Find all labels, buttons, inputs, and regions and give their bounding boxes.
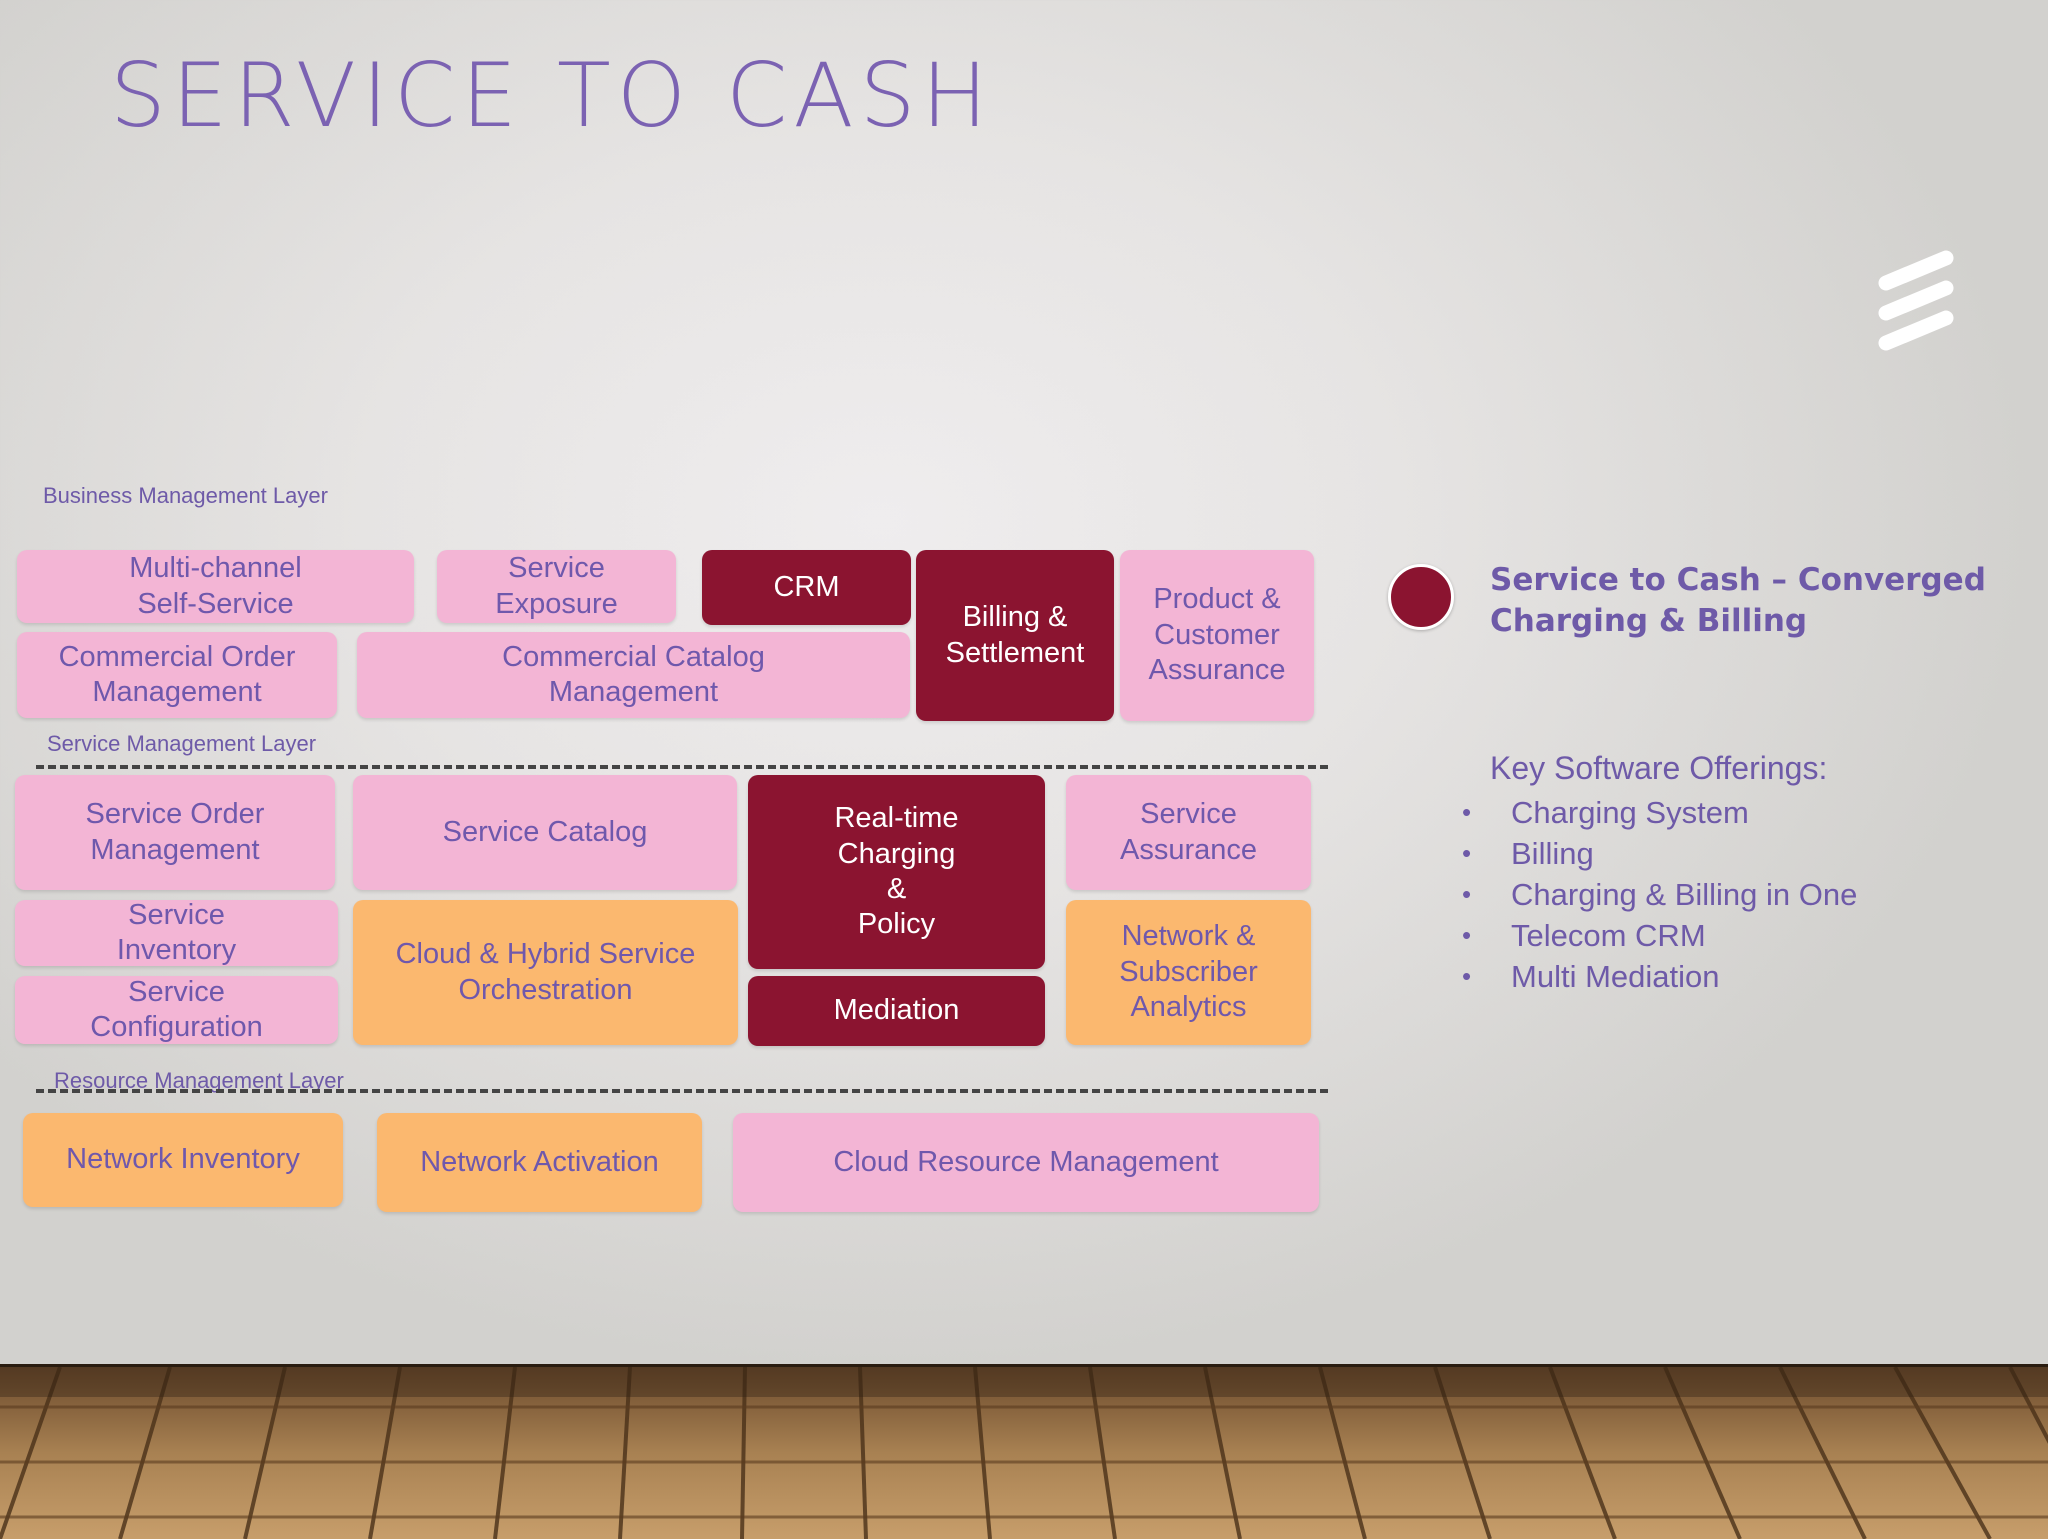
service-inventory-box: Service Inventory: [15, 898, 338, 966]
legend-heading: Service to Cash – Converged Charging & B…: [1490, 562, 1986, 639]
network-inventory-box: Network Inventory: [23, 1113, 343, 1207]
box-label: Service Exposure: [495, 552, 618, 620]
offerings-list: Charging System Billing Charging & Billi…: [1462, 792, 1857, 997]
product-customer-assurance-box: Product & Customer Assurance: [1120, 550, 1314, 721]
box-label: Cloud & Hybrid Service Orchestration: [395, 938, 696, 1006]
list-item: Charging & Billing in One: [1462, 874, 1857, 915]
box-label: CRM: [773, 570, 840, 603]
resource-layer-label: Resource Management Layer: [54, 1068, 344, 1093]
service-layer-label: Service Management Layer: [47, 731, 317, 756]
box-label: Network Activation: [420, 1145, 659, 1178]
service-layer-divider: [36, 765, 1328, 769]
box-label: Service Assurance: [1119, 798, 1257, 866]
page-title: SERVICE TO CASH: [110, 44, 994, 147]
service-order-management-box: Service Order Management: [15, 775, 335, 890]
box-label: Service Order Management: [85, 798, 265, 866]
billing-settlement-box: Billing & Settlement: [916, 550, 1114, 721]
cloud-hybrid-orchestration-box: Cloud & Hybrid Service Orchestration: [353, 900, 738, 1045]
box-label: Mediation: [833, 994, 960, 1027]
crm-box: CRM: [702, 550, 911, 625]
box-label: Real-time Charging & Policy: [834, 802, 959, 941]
box-label: Service Catalog: [442, 815, 648, 848]
business-layer-label: Business Management Layer: [43, 483, 328, 508]
service-configuration-box: Service Configuration: [15, 976, 338, 1044]
multichannel-self-service-box: Multi-channel Self-Service: [17, 550, 414, 623]
service-catalog-box: Service Catalog: [353, 775, 737, 890]
box-label: Billing & Settlement: [945, 601, 1085, 669]
commercial-catalog-management-box: Commercial Catalog Management: [357, 632, 910, 718]
box-label: Multi-channel Self-Service: [129, 552, 302, 620]
wood-floor-background: [0, 1364, 2048, 1539]
resource-layer-divider: [36, 1089, 1328, 1093]
box-label: Service Configuration: [90, 975, 263, 1043]
realtime-charging-policy-box: Real-time Charging & Policy: [748, 775, 1045, 969]
box-label: Product & Customer Assurance: [1148, 583, 1286, 687]
box-label: Commercial Catalog Management: [502, 640, 765, 708]
brand-logo-icon: [1878, 250, 1954, 351]
legend-swatch: [1388, 564, 1454, 630]
list-item: Multi Mediation: [1462, 956, 1857, 997]
mediation-box: Mediation: [748, 976, 1045, 1046]
box-label: Commercial Order Management: [58, 640, 296, 708]
service-assurance-box: Service Assurance: [1066, 775, 1311, 890]
list-item: Charging System: [1462, 792, 1857, 833]
box-label: Service Inventory: [116, 898, 237, 966]
network-subscriber-analytics-box: Network & Subscriber Analytics: [1066, 900, 1311, 1045]
list-item: Billing: [1462, 833, 1857, 874]
cloud-resource-management-box: Cloud Resource Management: [733, 1113, 1319, 1212]
offerings-title: Key Software Offerings:: [1490, 750, 1828, 786]
box-label: Cloud Resource Management: [833, 1145, 1219, 1178]
box-label: Network & Subscriber Analytics: [1119, 920, 1258, 1024]
commercial-order-management-box: Commercial Order Management: [17, 632, 337, 718]
list-item: Telecom CRM: [1462, 915, 1857, 956]
service-exposure-box: Service Exposure: [437, 550, 676, 623]
network-activation-box: Network Activation: [377, 1113, 702, 1212]
box-label: Network Inventory: [66, 1143, 300, 1176]
